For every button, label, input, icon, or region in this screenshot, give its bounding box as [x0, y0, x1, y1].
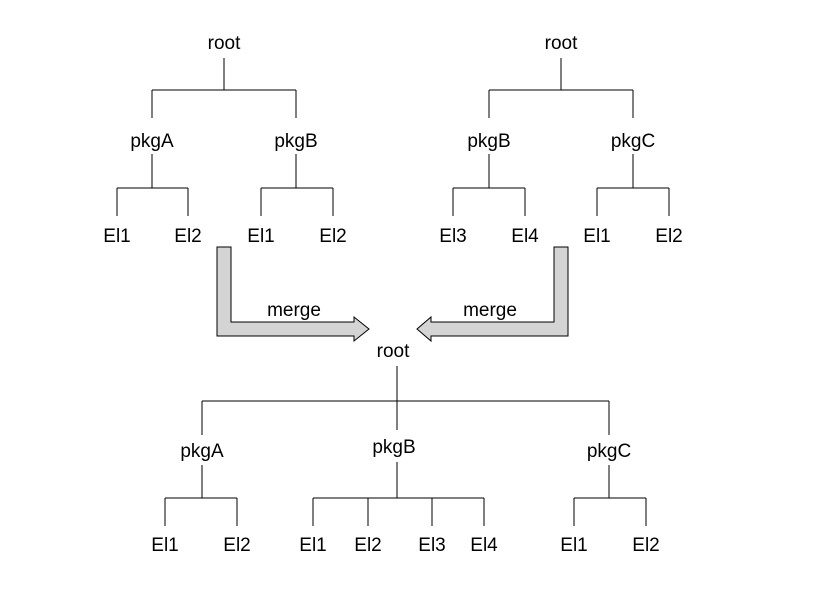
right-merge-arrow — [416, 246, 569, 343]
merged-pkg-b-el-2: El2 — [354, 535, 381, 556]
merged-root-label: root — [377, 341, 410, 362]
left-merge-arrow — [216, 246, 370, 343]
right-pkg-c-el-1: El1 — [583, 226, 610, 247]
merge-arrows: merge merge — [216, 246, 569, 343]
right-tree-edges — [452, 58, 670, 216]
left-pkg-b-label: pkgB — [274, 131, 317, 152]
merged-pkg-c-label: pkgC — [587, 441, 631, 462]
right-merge-label: merge — [463, 300, 517, 321]
left-root-label: root — [208, 33, 241, 54]
left-tree: root pkgA pkgB El1 El2 El1 El2 — [103, 33, 346, 247]
left-pkg-b-el-2: El2 — [319, 226, 346, 247]
right-pkg-b-label: pkgB — [467, 131, 510, 152]
merged-pkg-b-el-4: El4 — [470, 535, 498, 556]
merged-pkg-c-el-1: El1 — [560, 535, 587, 556]
merged-pkg-c-el-2: El2 — [632, 535, 659, 556]
right-pkg-c-el-2: El2 — [655, 226, 682, 247]
left-merge-label: merge — [267, 300, 321, 321]
left-pkg-a-el-2: El2 — [174, 226, 201, 247]
merged-pkg-b-el-3: El3 — [418, 535, 445, 556]
left-tree-edges — [116, 58, 334, 216]
merged-tree: root pkgA pkgB pkgC El1 El2 El1 El2 El3 … — [151, 341, 659, 556]
merged-pkg-b-label: pkgB — [372, 437, 415, 458]
merged-pkg-a-label: pkgA — [180, 441, 224, 462]
left-pkg-a-label: pkgA — [130, 131, 174, 152]
merged-pkg-b-el-1: El1 — [299, 535, 326, 556]
merged-pkg-a-el-2: El2 — [223, 535, 250, 556]
left-pkg-b-el-1: El1 — [247, 226, 274, 247]
right-pkg-c-label: pkgC — [611, 131, 655, 152]
merged-pkg-a-el-1: El1 — [151, 535, 178, 556]
right-pkg-b-el-3: El3 — [439, 226, 466, 247]
right-pkg-b-el-4: El4 — [511, 226, 539, 247]
left-pkg-a-el-1: El1 — [103, 226, 130, 247]
merged-tree-edges — [164, 366, 647, 526]
right-tree: root pkgB pkgC El3 El4 El1 El2 — [439, 33, 682, 247]
right-root-label: root — [545, 33, 578, 54]
